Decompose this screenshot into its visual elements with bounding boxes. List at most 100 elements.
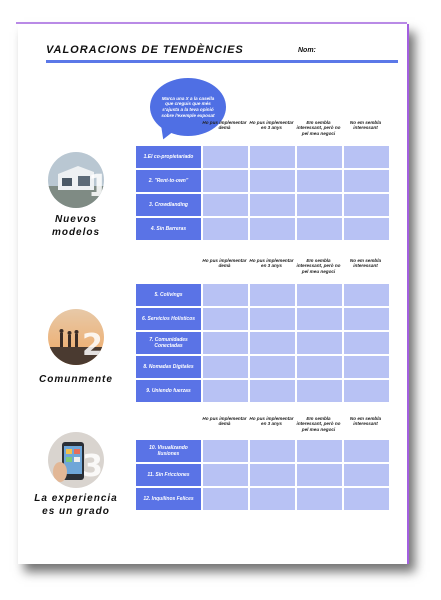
rating-cell[interactable] (250, 284, 295, 306)
rating-cell[interactable] (344, 170, 389, 192)
rating-cell[interactable] (203, 146, 248, 168)
table-row: 1.El co-propietariado (136, 146, 389, 168)
rating-cell[interactable] (344, 332, 389, 354)
rating-cell[interactable] (250, 488, 295, 510)
rating-cell[interactable] (203, 440, 248, 462)
trend-label: 8. Nomadas Digitales (136, 356, 201, 378)
trend-label: 3. Crowdlanding (136, 194, 201, 216)
rating-cell[interactable] (344, 194, 389, 216)
rating-cell[interactable] (344, 440, 389, 462)
rating-cell[interactable] (203, 488, 248, 510)
caption-line: es un grado (42, 506, 110, 517)
rating-cell[interactable] (203, 308, 248, 330)
rating-cell[interactable] (297, 284, 342, 306)
trend-label: 9. Uniendo fuerzas (136, 380, 201, 402)
rating-cell[interactable] (297, 356, 342, 378)
table-row: 5. Colivings (136, 284, 389, 306)
rating-cell[interactable] (203, 380, 248, 402)
trend-label: 10. Visualizando Ilusiones (136, 440, 201, 462)
rating-grid-2: 5. Colivings 6. Servicios Holísticos 7. … (136, 284, 389, 404)
table-row: 8. Nomadas Digitales (136, 356, 389, 378)
section-1-photo: 1 (48, 152, 104, 208)
caption-line: modelos (51, 227, 101, 238)
column-header: Em sembla interessant, però no pel meu n… (296, 120, 341, 136)
column-header: Ho pus implementar en 3 anys (249, 416, 294, 427)
caption-line: Nuevos (54, 214, 98, 225)
rating-cell[interactable] (344, 218, 389, 240)
column-headers-3: Ho pus implementar demà Ho pus implement… (201, 416, 389, 432)
column-header: Ho pus implementar en 3 anys (249, 120, 294, 131)
rating-cell[interactable] (297, 440, 342, 462)
rating-cell[interactable] (203, 284, 248, 306)
rating-cell[interactable] (250, 440, 295, 462)
rating-cell[interactable] (250, 218, 295, 240)
section-3-photo: 3 (48, 432, 104, 488)
column-header: No em sembla interessant (349, 416, 382, 427)
rating-cell[interactable] (297, 464, 342, 486)
rating-cell[interactable] (297, 170, 342, 192)
rating-cell[interactable] (297, 332, 342, 354)
document-sheet: VALORACIONS DE TENDÈNCIES Nom: Marca una… (16, 22, 409, 564)
trend-label: 7. Comunidades Conectadas (136, 332, 201, 354)
rating-cell[interactable] (344, 464, 389, 486)
trend-label: 5. Colivings (136, 284, 201, 306)
trend-label: 1.El co-propietariado (136, 146, 201, 168)
rating-cell[interactable] (203, 218, 248, 240)
rating-cell[interactable] (297, 308, 342, 330)
rating-cell[interactable] (344, 380, 389, 402)
rating-cell[interactable] (203, 356, 248, 378)
section-1-caption: Nuevos modelos (20, 213, 132, 239)
column-headers-1: Ho pus implementar demà Ho pus implement… (201, 120, 389, 136)
column-header: Ho pus implementar demà (202, 120, 247, 131)
section-2-photo: 2 (48, 309, 104, 365)
trend-label: 12. Inquilinos Felices (136, 488, 201, 510)
rating-cell[interactable] (344, 308, 389, 330)
table-row: 9. Uniendo fuerzas (136, 380, 389, 402)
rating-cell[interactable] (297, 218, 342, 240)
rating-cell[interactable] (250, 464, 295, 486)
trend-label: 6. Servicios Holísticos (136, 308, 201, 330)
table-row: 2. "Rent-to-own" (136, 170, 389, 192)
table-row: 12. Inquilinos Felices (136, 488, 389, 510)
rating-cell[interactable] (203, 194, 248, 216)
rating-cell[interactable] (344, 146, 389, 168)
rating-cell[interactable] (250, 308, 295, 330)
table-row: 3. Crowdlanding (136, 194, 389, 216)
rating-cell[interactable] (344, 356, 389, 378)
rating-cell[interactable] (250, 194, 295, 216)
rating-grid-1: 1.El co-propietariado 2. "Rent-to-own" 3… (136, 146, 389, 242)
rating-cell[interactable] (297, 194, 342, 216)
trend-label: 2. "Rent-to-own" (136, 170, 201, 192)
rating-cell[interactable] (297, 380, 342, 402)
name-label: Nom: (298, 47, 316, 54)
rating-grid-3: 10. Visualizando Ilusiones 11. Sin Fricc… (136, 440, 389, 512)
table-row: 6. Servicios Holísticos (136, 308, 389, 330)
column-header: Em sembla interessant, però no pel meu n… (296, 258, 341, 274)
rating-cell[interactable] (297, 146, 342, 168)
rating-cell[interactable] (250, 146, 295, 168)
title-divider (46, 60, 398, 63)
column-headers-2: Ho pus implementar demà Ho pus implement… (201, 258, 389, 274)
section-2-caption: Comunmente (20, 373, 132, 386)
rating-cell[interactable] (203, 170, 248, 192)
rating-cell[interactable] (203, 464, 248, 486)
rating-cell[interactable] (250, 170, 295, 192)
rating-cell[interactable] (203, 332, 248, 354)
rating-cell[interactable] (297, 488, 342, 510)
page-title: VALORACIONS DE TENDÈNCIES (46, 44, 244, 56)
rating-cell[interactable] (250, 356, 295, 378)
rating-cell[interactable] (250, 332, 295, 354)
rating-cell[interactable] (344, 488, 389, 510)
sunset-people-image: 2 (48, 309, 104, 365)
section-number-1: 1 (88, 169, 104, 204)
table-row: 7. Comunidades Conectadas (136, 332, 389, 354)
caption-line: Comunmente (39, 374, 113, 385)
rating-cell[interactable] (250, 380, 295, 402)
column-header: No em sembla interessant (349, 120, 382, 131)
trend-label: 11. Sin Fricciones (136, 464, 201, 486)
table-row: 10. Visualizando Ilusiones (136, 440, 389, 462)
column-header: Em sembla interessant, però no pel meu n… (296, 416, 341, 432)
rating-cell[interactable] (344, 284, 389, 306)
section-number-3: 3 (82, 449, 103, 484)
column-header: Ho pus implementar demà (202, 258, 247, 269)
